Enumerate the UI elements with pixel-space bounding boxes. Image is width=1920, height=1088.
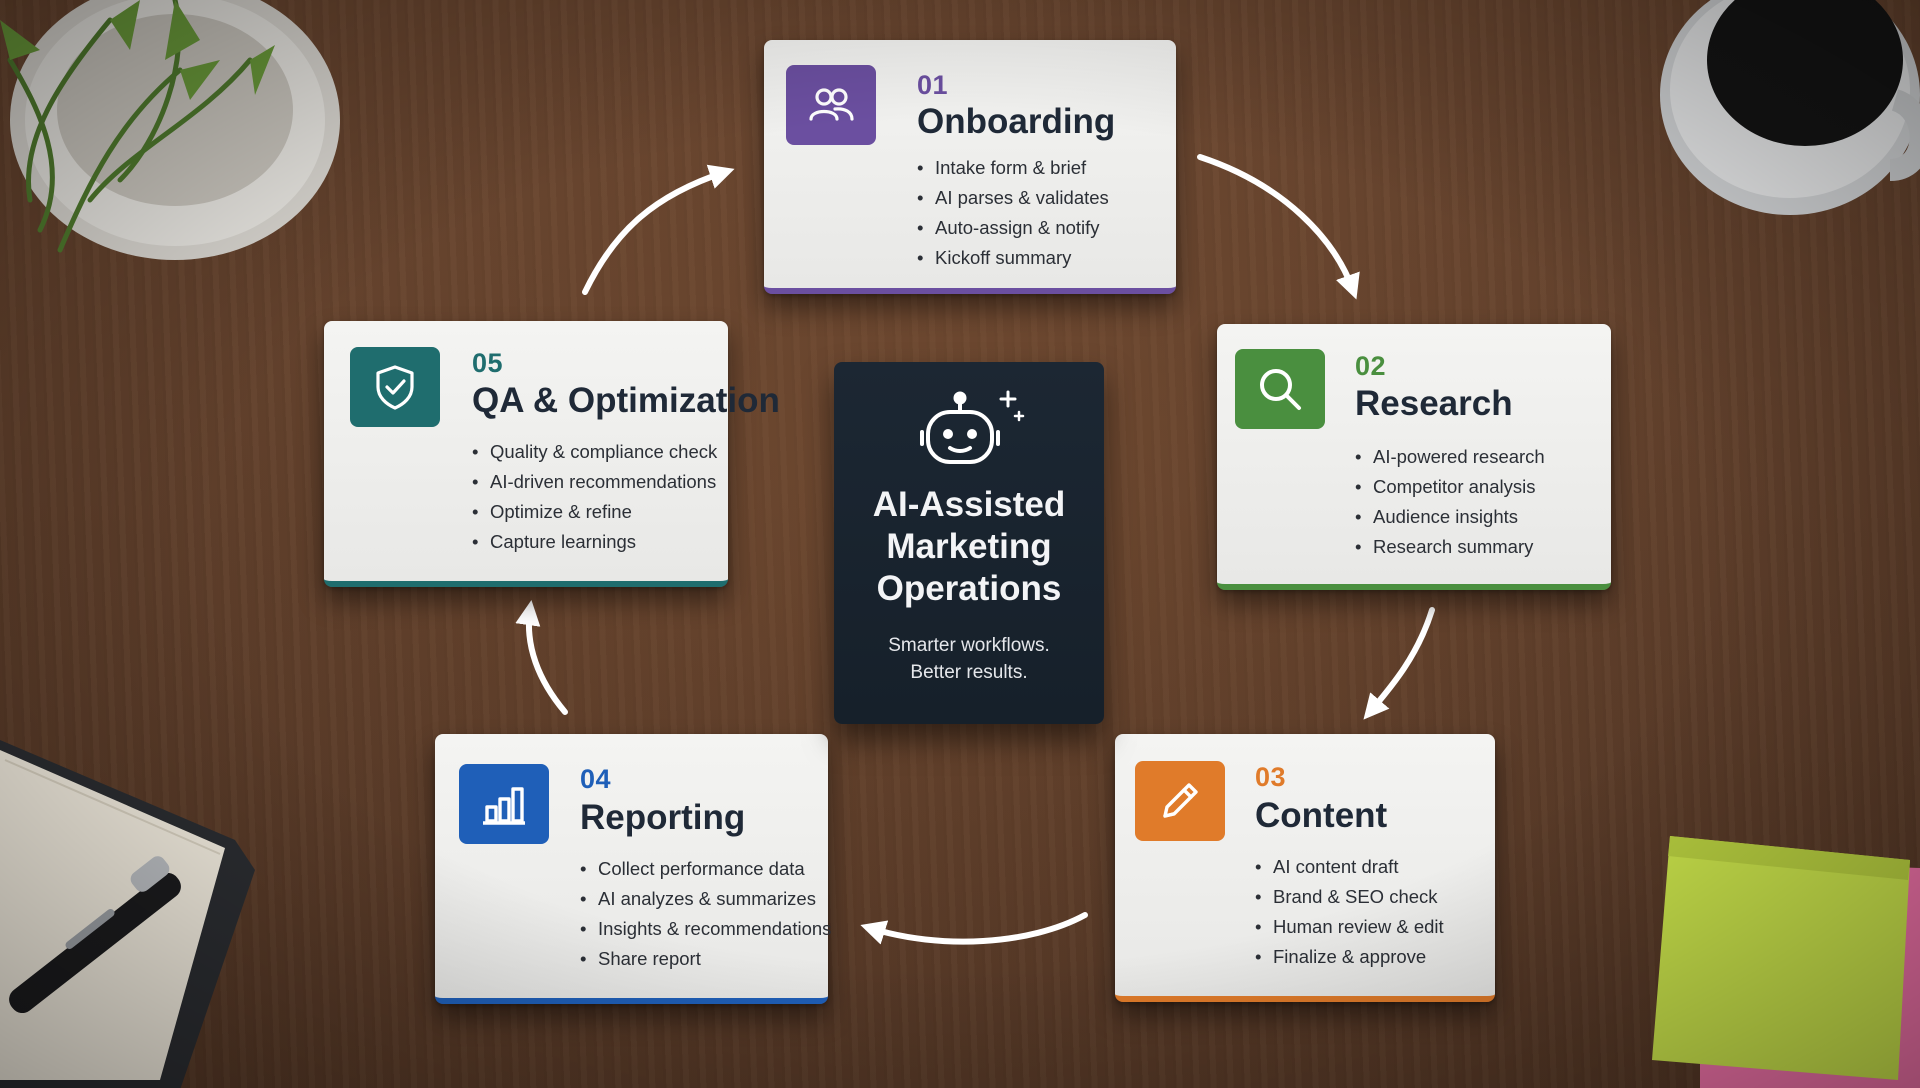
stage-number: 03 — [1255, 762, 1286, 793]
arrow-content-to-reporting — [870, 915, 1085, 942]
center-title-line: Marketing — [834, 526, 1104, 568]
center-title-line: AI-Assisted — [834, 484, 1104, 526]
list-item: Brand & SEO check — [1255, 882, 1444, 912]
list-item: AI analyzes & summarizes — [580, 884, 831, 914]
stage-title: Reporting — [580, 798, 745, 838]
center-subtitle-line: Better results. — [834, 659, 1104, 686]
list-item: AI parses & validates — [917, 183, 1109, 213]
bar-chart-icon — [477, 777, 531, 831]
stage-bullet-list: AI content draft Brand & SEO check Human… — [1255, 852, 1444, 972]
list-item: AI content draft — [1255, 852, 1444, 882]
center-subtitle-line: Smarter workflows. — [834, 632, 1104, 659]
stage-icon-tile — [786, 65, 876, 145]
stage-card-content: 03 Content AI content draft Brand & SEO … — [1115, 734, 1495, 1002]
list-item: Auto-assign & notify — [917, 213, 1109, 243]
stage-number: 02 — [1355, 351, 1386, 382]
notebook-pen-prop — [0, 730, 270, 1088]
shield-check-icon — [368, 360, 422, 414]
stage-icon-tile — [459, 764, 549, 844]
sticky-notes-prop — [1640, 820, 1920, 1088]
robot-icon — [908, 388, 1032, 474]
list-item: Intake form & brief — [917, 153, 1109, 183]
list-item: Collect performance data — [580, 854, 831, 884]
arrow-reporting-to-qa — [529, 610, 565, 712]
arrow-qa-to-onboarding — [585, 172, 725, 292]
list-item: Capture learnings — [472, 527, 717, 557]
search-icon — [1253, 362, 1307, 416]
stage-title: Content — [1255, 796, 1387, 836]
stage-card-qa-optimization: 05 QA & Optimization Quality & complianc… — [324, 321, 728, 587]
list-item: Audience insights — [1355, 502, 1545, 532]
list-item: Finalize & approve — [1255, 942, 1444, 972]
stage-number: 04 — [580, 764, 611, 795]
stage-card-research: 02 Research AI-powered research Competit… — [1217, 324, 1611, 590]
arrow-research-to-content — [1370, 610, 1432, 712]
center-subtitle: Smarter workflows. Better results. — [834, 632, 1104, 686]
stage-icon-tile — [1235, 349, 1325, 429]
stage-card-onboarding: 01 Onboarding Intake form & brief AI par… — [764, 40, 1176, 294]
stage-title: Onboarding — [917, 102, 1115, 142]
stage-card-reporting: 04 Reporting Collect performance data AI… — [435, 734, 828, 1004]
stage-title: Research — [1355, 384, 1513, 424]
list-item: Competitor analysis — [1355, 472, 1545, 502]
list-item: Optimize & refine — [472, 497, 717, 527]
coffee-mug-prop — [1640, 0, 1920, 230]
arrow-onboarding-to-research — [1200, 157, 1353, 290]
list-item: AI-powered research — [1355, 442, 1545, 472]
stage-bullet-list: AI-powered research Competitor analysis … — [1355, 442, 1545, 562]
list-item: Insights & recommendations — [580, 914, 831, 944]
potted-plant-prop — [0, 0, 360, 270]
list-item: Quality & compliance check — [472, 437, 717, 467]
list-item: Research summary — [1355, 532, 1545, 562]
stage-title: QA & Optimization — [472, 381, 780, 421]
stage-number: 01 — [917, 70, 948, 101]
center-title-line: Operations — [834, 568, 1104, 610]
list-item: Kickoff summary — [917, 243, 1109, 273]
pencil-icon — [1153, 774, 1207, 828]
stage-icon-tile — [350, 347, 440, 427]
stage-bullet-list: Quality & compliance check AI-driven rec… — [472, 437, 717, 557]
list-item: AI-driven recommendations — [472, 467, 717, 497]
users-icon — [804, 78, 858, 132]
center-title: AI-Assisted Marketing Operations — [834, 484, 1104, 610]
stage-icon-tile — [1135, 761, 1225, 841]
list-item: Share report — [580, 944, 831, 974]
stage-bullet-list: Intake form & brief AI parses & validate… — [917, 153, 1109, 273]
stage-number: 05 — [472, 348, 503, 379]
list-item: Human review & edit — [1255, 912, 1444, 942]
center-hub-card: AI-Assisted Marketing Operations Smarter… — [834, 362, 1104, 724]
stage-bullet-list: Collect performance data AI analyzes & s… — [580, 854, 831, 974]
